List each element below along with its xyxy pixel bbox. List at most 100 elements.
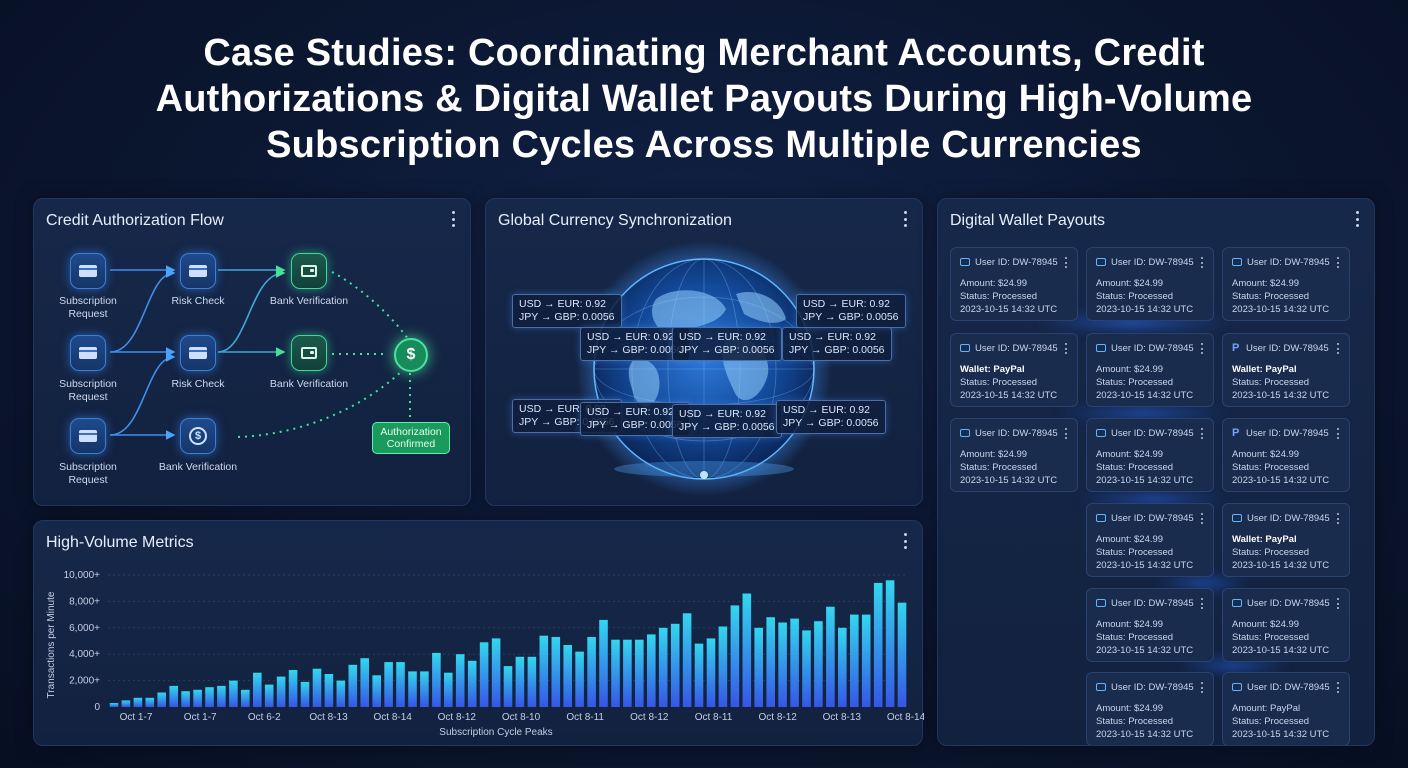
bar[interactable] bbox=[193, 689, 202, 707]
bar[interactable] bbox=[873, 582, 883, 707]
card-menu-icon[interactable] bbox=[1065, 257, 1068, 268]
bar[interactable] bbox=[264, 684, 274, 707]
bar[interactable] bbox=[420, 671, 429, 707]
bar[interactable] bbox=[312, 668, 322, 707]
bar[interactable] bbox=[360, 658, 369, 707]
bar[interactable] bbox=[253, 672, 262, 707]
bar[interactable] bbox=[587, 637, 596, 707]
bar[interactable] bbox=[658, 627, 668, 707]
card-menu-icon[interactable] bbox=[1201, 513, 1204, 524]
card-menu-icon[interactable] bbox=[1337, 598, 1340, 609]
bar[interactable] bbox=[861, 614, 871, 707]
bar[interactable] bbox=[802, 630, 811, 707]
bar[interactable] bbox=[491, 638, 501, 707]
bar[interactable] bbox=[241, 689, 250, 707]
bank-verification-node-3[interactable]: $ bbox=[180, 418, 216, 454]
bar[interactable] bbox=[372, 675, 381, 707]
bar[interactable] bbox=[682, 613, 692, 707]
bar[interactable] bbox=[396, 662, 405, 707]
card-menu-icon[interactable] bbox=[1065, 343, 1068, 354]
card-menu-icon[interactable] bbox=[1201, 257, 1204, 268]
card-menu-icon[interactable] bbox=[1337, 428, 1340, 439]
bar[interactable] bbox=[348, 664, 358, 707]
bar[interactable] bbox=[133, 697, 143, 707]
bar[interactable] bbox=[850, 614, 859, 707]
bar[interactable] bbox=[408, 671, 417, 707]
bar[interactable] bbox=[109, 703, 119, 707]
bar[interactable] bbox=[766, 617, 775, 707]
card-menu-icon[interactable] bbox=[1065, 428, 1068, 439]
bank-verification-node-1[interactable] bbox=[291, 253, 327, 289]
bar[interactable] bbox=[181, 691, 190, 707]
bar[interactable] bbox=[288, 670, 298, 707]
bar[interactable] bbox=[479, 642, 489, 707]
bar[interactable] bbox=[670, 623, 680, 707]
bar[interactable] bbox=[885, 580, 895, 707]
currency-panel-menu-icon[interactable] bbox=[902, 211, 908, 227]
bar[interactable] bbox=[503, 666, 513, 707]
bar[interactable] bbox=[647, 634, 656, 707]
bar[interactable] bbox=[229, 680, 238, 707]
bar[interactable] bbox=[814, 621, 823, 707]
bar[interactable] bbox=[539, 635, 549, 707]
bar[interactable] bbox=[145, 697, 155, 707]
bar[interactable] bbox=[205, 687, 214, 707]
risk-check-node-2[interactable] bbox=[180, 335, 216, 371]
subscription-request-node-2[interactable] bbox=[70, 335, 106, 371]
bar[interactable] bbox=[623, 639, 632, 707]
credit-panel-menu-icon[interactable] bbox=[450, 211, 456, 227]
card-menu-icon[interactable] bbox=[1337, 682, 1340, 693]
card-menu-icon[interactable] bbox=[1201, 598, 1204, 609]
bar[interactable] bbox=[611, 639, 620, 707]
bar[interactable] bbox=[432, 652, 441, 707]
bar[interactable] bbox=[742, 593, 752, 708]
risk-check-node-1[interactable] bbox=[180, 253, 216, 289]
bar[interactable] bbox=[157, 692, 166, 708]
bar[interactable] bbox=[599, 619, 608, 707]
bar[interactable] bbox=[790, 618, 799, 707]
bar[interactable] bbox=[694, 643, 704, 707]
card-menu-icon[interactable] bbox=[1201, 682, 1204, 693]
bar[interactable] bbox=[826, 606, 835, 707]
bar[interactable] bbox=[838, 627, 847, 707]
bank-verification-node-2[interactable] bbox=[291, 335, 327, 371]
bar[interactable] bbox=[778, 622, 787, 708]
bar[interactable] bbox=[706, 638, 716, 707]
bar[interactable] bbox=[300, 681, 310, 707]
bar[interactable] bbox=[563, 645, 572, 707]
bar[interactable] bbox=[169, 685, 178, 707]
card-menu-icon[interactable] bbox=[1337, 513, 1340, 524]
subscription-request-node-1[interactable] bbox=[70, 253, 106, 289]
bar[interactable] bbox=[467, 660, 477, 707]
card-menu-icon[interactable] bbox=[1337, 257, 1340, 268]
bar[interactable] bbox=[324, 674, 334, 707]
subscription-request-node-3[interactable] bbox=[70, 418, 106, 454]
bar[interactable] bbox=[575, 651, 584, 707]
bar[interactable] bbox=[527, 656, 537, 707]
bar[interactable] bbox=[754, 627, 763, 707]
bar[interactable] bbox=[515, 656, 525, 707]
bar[interactable] bbox=[730, 605, 740, 707]
card-menu-icon[interactable] bbox=[1201, 343, 1204, 354]
bar[interactable] bbox=[336, 680, 346, 707]
bar[interactable] bbox=[217, 685, 226, 707]
bar[interactable] bbox=[384, 662, 393, 707]
card-menu-icon[interactable] bbox=[1337, 343, 1340, 354]
bar[interactable] bbox=[455, 654, 465, 707]
metrics-panel-menu-icon[interactable] bbox=[902, 533, 908, 549]
card-menu-icon[interactable] bbox=[1201, 428, 1204, 439]
bar[interactable] bbox=[444, 672, 453, 707]
